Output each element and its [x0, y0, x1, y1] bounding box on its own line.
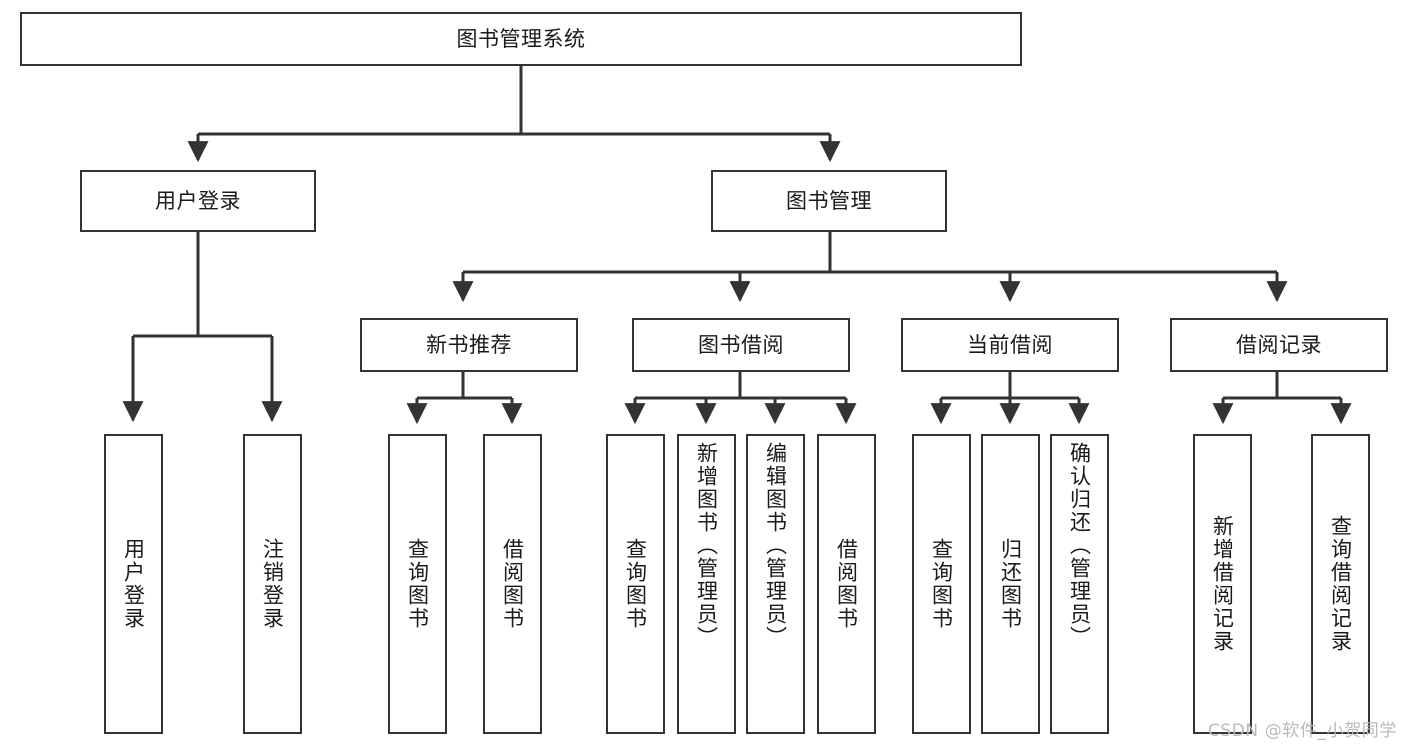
node-borrow-records-label: 借阅记录: [1236, 332, 1322, 357]
leaf-book-borrow-borrow[interactable]: 借阅图书: [817, 434, 876, 734]
node-new-book-recommend[interactable]: 新书推荐: [360, 318, 578, 372]
leaf-book-borrow-query-label: 查询图书: [623, 538, 648, 630]
node-current-borrow[interactable]: 当前借阅: [901, 318, 1119, 372]
node-book-borrow[interactable]: 图书借阅: [632, 318, 850, 372]
leaf-borrow-records-query[interactable]: 查询借阅记录: [1311, 434, 1370, 734]
leaf-user-login-logout[interactable]: 注销登录: [243, 434, 302, 734]
node-root-label: 图书管理系统: [456, 26, 586, 51]
leaf-borrow-records-add[interactable]: 新增借阅记录: [1193, 434, 1252, 734]
node-new-book-recommend-label: 新书推荐: [426, 332, 512, 357]
node-book-management[interactable]: 图书管理: [711, 170, 947, 232]
node-book-management-label: 图书管理: [786, 188, 872, 213]
node-user-login-label: 用户登录: [155, 188, 241, 213]
leaf-current-borrow-return[interactable]: 归还图书: [981, 434, 1040, 734]
leaf-book-borrow-borrow-label: 借阅图书: [834, 538, 859, 630]
csdn-watermark: CSDN @软件_小贺同学: [1207, 721, 1397, 741]
node-book-borrow-label: 图书借阅: [698, 332, 784, 357]
node-root-book-management-system[interactable]: 图书管理系统: [20, 12, 1022, 66]
leaf-user-login-login[interactable]: 用户登录: [104, 434, 163, 734]
leaf-current-borrow-query-label: 查询图书: [929, 538, 954, 630]
leaf-user-login-login-label: 用户登录: [121, 538, 146, 630]
leaf-book-borrow-edit[interactable]: 编辑图书（管理员）: [746, 434, 805, 734]
leaf-new-book-borrow[interactable]: 借阅图书: [483, 434, 542, 734]
node-current-borrow-label: 当前借阅: [967, 332, 1053, 357]
leaf-book-borrow-query[interactable]: 查询图书: [606, 434, 665, 734]
leaf-current-borrow-confirm-label: 确认归还（管理员）: [1067, 442, 1092, 649]
leaf-current-borrow-query[interactable]: 查询图书: [912, 434, 971, 734]
leaf-borrow-records-add-label: 新增借阅记录: [1210, 515, 1235, 653]
leaf-book-borrow-add-label: 新增图书（管理员）: [694, 442, 719, 649]
leaf-current-borrow-return-label: 归还图书: [998, 538, 1023, 630]
leaf-book-borrow-edit-label: 编辑图书（管理员）: [763, 442, 788, 649]
node-borrow-records[interactable]: 借阅记录: [1170, 318, 1388, 372]
leaf-borrow-records-query-label: 查询借阅记录: [1328, 515, 1353, 653]
leaf-new-book-query-label: 查询图书: [405, 538, 430, 630]
leaf-current-borrow-confirm[interactable]: 确认归还（管理员）: [1050, 434, 1109, 734]
leaf-book-borrow-add[interactable]: 新增图书（管理员）: [677, 434, 736, 734]
node-user-login[interactable]: 用户登录: [80, 170, 316, 232]
leaf-user-login-logout-label: 注销登录: [260, 538, 285, 630]
leaf-new-book-borrow-label: 借阅图书: [500, 538, 525, 630]
leaf-new-book-query[interactable]: 查询图书: [388, 434, 447, 734]
